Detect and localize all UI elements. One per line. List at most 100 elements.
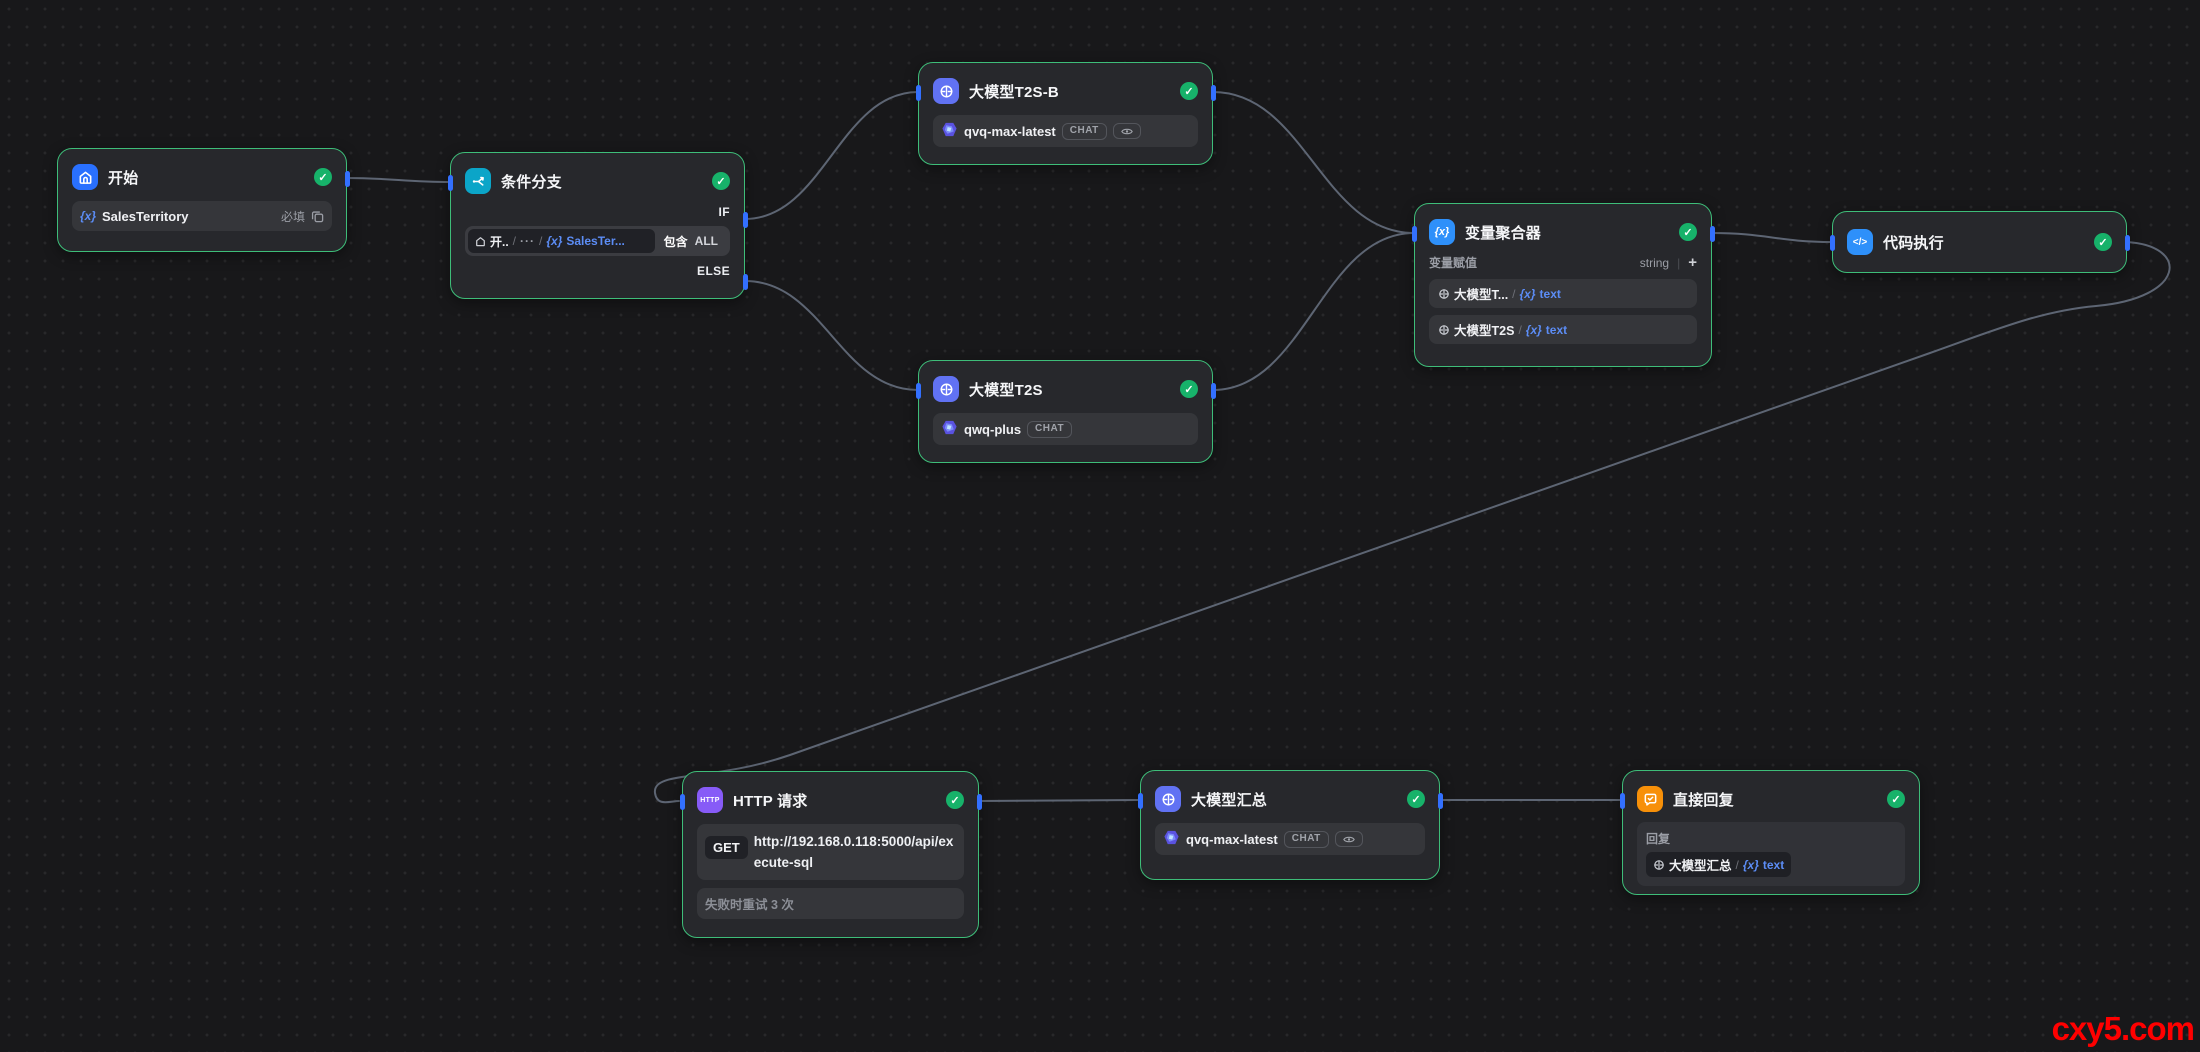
node-start[interactable]: 开始 ✓ {x} SalesTerritory 必填 xyxy=(57,148,350,252)
edge-aggregator-to-code[interactable] xyxy=(1711,232,1833,243)
http-output-handle[interactable] xyxy=(976,794,982,810)
edge-else-to-llm-t2s[interactable] xyxy=(744,280,919,391)
llm-source-icon xyxy=(1438,288,1450,300)
condition-logic: ALL xyxy=(694,234,718,248)
llm-t2s-b-output-handle[interactable] xyxy=(1210,85,1216,101)
model-row[interactable]: qvq-max-latest CHAT xyxy=(1155,823,1425,855)
http-url-row[interactable]: GET http://192.168.0.118:5000/api/execut… xyxy=(697,824,964,880)
start-node-icon xyxy=(475,236,486,247)
node-llm-summary[interactable]: 大模型汇总 ✓ qvq-max-latest CHAT xyxy=(1137,770,1443,880)
node-llm-t2s[interactable]: 大模型T2S ✓ qwq-plus CHAT xyxy=(915,360,1216,463)
answer-panel[interactable]: 回复 大模型汇总 / {x} text xyxy=(1637,822,1905,886)
condition-source-node: 开.. xyxy=(490,234,509,249)
http-input-handle[interactable] xyxy=(679,794,685,810)
path-separator: / xyxy=(1512,286,1516,301)
node-title: 大模型T2S xyxy=(969,381,1043,399)
answer-input-handle[interactable] xyxy=(1619,793,1625,809)
node-answer[interactable]: 直接回复 ✓ 回复 大模型汇总 / {x} text xyxy=(1619,770,1920,895)
node-code[interactable]: </> 代码执行 ✓ xyxy=(1829,211,2130,273)
node-if-else[interactable]: 条件分支 ✓ IF 开.. / ··· / {x} SalesTer... 包含… xyxy=(447,152,748,299)
variable-icon: {x} xyxy=(80,209,97,223)
aggregator-icon: {x} xyxy=(1429,219,1455,245)
retry-row[interactable]: 失败时重试 3 次 xyxy=(697,887,964,919)
aggregator-output-handle[interactable] xyxy=(1709,226,1715,242)
if-output-handle[interactable] xyxy=(742,212,748,228)
llm-summary-output-handle[interactable] xyxy=(1437,793,1443,809)
aggregated-variable-row[interactable]: 大模型T2S / {x} text xyxy=(1429,315,1697,344)
if-label: IF xyxy=(718,205,730,219)
assign-section-label: 变量赋值 xyxy=(1429,256,1478,270)
condition-row[interactable]: 开.. / ··· / {x} SalesTer... 包含 ALL xyxy=(465,226,730,256)
tongyi-model-icon xyxy=(1163,829,1180,849)
http-icon: HTTP xyxy=(697,787,723,813)
watermark: cxy5.com xyxy=(2051,1010,2195,1047)
condition-operator: 包含 xyxy=(663,234,688,249)
else-label: ELSE xyxy=(697,264,730,278)
node-title: 条件分支 xyxy=(501,173,562,191)
code-icon: </> xyxy=(1847,229,1873,255)
reply-variable-chip[interactable]: 大模型汇总 / {x} text xyxy=(1646,852,1792,877)
edge-http-to-llm-sum[interactable] xyxy=(978,799,1141,802)
condition-variable-chip[interactable]: 开.. / ··· / {x} SalesTer... xyxy=(468,229,655,253)
output-type-label: string xyxy=(1639,255,1670,270)
reply-section-label: 回复 xyxy=(1646,832,1671,846)
llm-source-icon xyxy=(1438,324,1450,336)
edge-start-to-ifelse[interactable] xyxy=(346,177,451,183)
branch-icon xyxy=(465,168,491,194)
edge-llm-t2s-b-to-aggregator[interactable] xyxy=(1212,91,1415,234)
path-separator: / xyxy=(1735,857,1739,872)
http-method-badge: GET xyxy=(705,836,748,859)
condition-variable: SalesTer... xyxy=(566,234,625,248)
source-node-name: 大模型T2S xyxy=(1454,324,1515,338)
tongyi-model-icon xyxy=(941,419,958,439)
llm-t2s-b-input-handle[interactable] xyxy=(915,85,921,101)
aggregator-input-handle[interactable] xyxy=(1411,226,1417,242)
model-row[interactable]: qvq-max-latest CHAT xyxy=(933,115,1198,147)
path-separator: / xyxy=(539,234,543,248)
start-output-handle[interactable] xyxy=(344,171,350,187)
model-row[interactable]: qwq-plus CHAT xyxy=(933,413,1198,445)
else-output-handle[interactable] xyxy=(742,274,748,290)
llm-summary-input-handle[interactable] xyxy=(1137,793,1143,809)
success-check-icon: ✓ xyxy=(1180,82,1198,100)
code-input-handle[interactable] xyxy=(1829,235,1835,251)
edge-llm-t2s-to-aggregator[interactable] xyxy=(1212,232,1415,391)
code-output-handle[interactable] xyxy=(2124,235,2130,251)
path-separator: / xyxy=(512,234,517,248)
node-title: 直接回复 xyxy=(1673,791,1734,809)
llm-t2s-output-handle[interactable] xyxy=(1210,383,1216,399)
tongyi-model-icon xyxy=(941,121,958,141)
llm-t2s-input-handle[interactable] xyxy=(915,383,921,399)
start-variable-row[interactable]: {x} SalesTerritory 必填 xyxy=(72,201,332,231)
mode-badge: CHAT xyxy=(1061,122,1107,140)
variable-icon: {x} xyxy=(1525,322,1542,337)
home-icon xyxy=(72,164,98,190)
success-check-icon: ✓ xyxy=(314,168,332,186)
retry-label: 失败时重试 3 次 xyxy=(705,897,794,912)
source-node-name: 大模型汇总 xyxy=(1669,859,1732,873)
success-check-icon: ✓ xyxy=(1180,380,1198,398)
success-check-icon: ✓ xyxy=(1407,790,1425,808)
node-llm-t2s-b[interactable]: 大模型T2S-B ✓ qvq-max-latest CHAT xyxy=(915,62,1216,165)
edge-if-to-llm-t2s-b[interactable] xyxy=(744,91,919,220)
ifelse-input-handle[interactable] xyxy=(447,175,453,191)
edge-code-to-http[interactable] xyxy=(653,241,2171,804)
llm-icon xyxy=(933,78,959,104)
node-title: 开始 xyxy=(108,169,139,187)
node-title: HTTP 请求 xyxy=(733,792,808,810)
http-url: http://192.168.0.118:5000/api/execute-sq… xyxy=(753,834,954,870)
node-variable-aggregator[interactable]: {x} 变量聚合器 ✓ 变量赋值 string | + 大模型T... / {x… xyxy=(1411,203,1715,367)
add-variable-button[interactable]: + xyxy=(1688,254,1697,271)
llm-icon xyxy=(1155,786,1181,812)
success-check-icon: ✓ xyxy=(2094,233,2112,251)
variable-icon: {x} xyxy=(546,234,563,248)
aggregated-variable-row[interactable]: 大模型T... / {x} text xyxy=(1429,279,1697,308)
node-http-request[interactable]: HTTP HTTP 请求 ✓ GET http://192.168.0.118:… xyxy=(679,771,982,938)
variable-icon: {x} xyxy=(1742,857,1759,872)
model-name: qwq-plus xyxy=(964,421,1022,437)
variable-name: text xyxy=(1545,322,1568,337)
vision-icon xyxy=(1112,123,1141,139)
duplicate-icon[interactable] xyxy=(311,210,324,223)
path-ellipsis: ··· xyxy=(520,234,536,248)
